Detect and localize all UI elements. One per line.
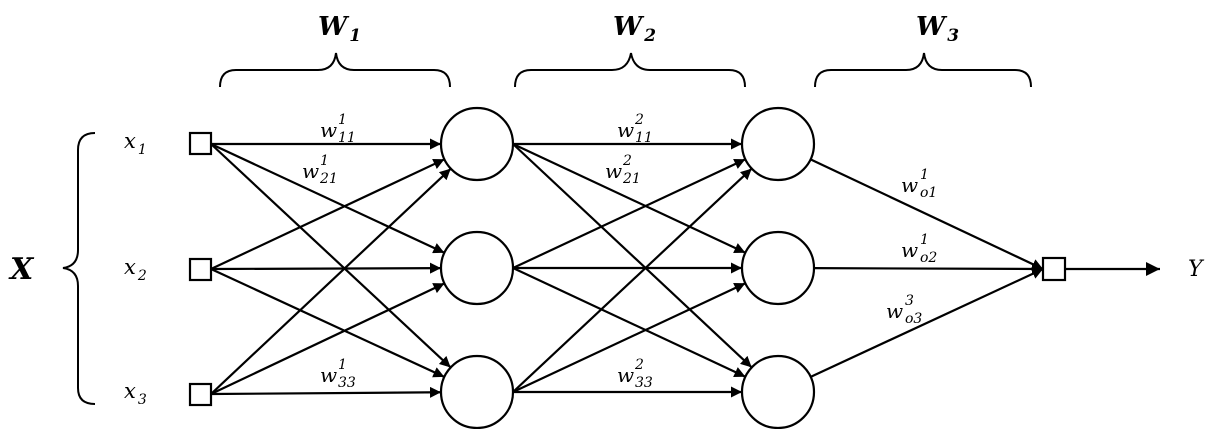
svg-text:w: w [320, 118, 337, 142]
edge-label-w11-layer2: w 2 11 [617, 112, 653, 146]
hidden1-node-2 [439, 230, 515, 306]
svg-text:w: w [320, 363, 337, 387]
edge-hidden1-3-hidden2-2 [512, 282, 746, 393]
svg-text:w: w [886, 299, 903, 323]
svg-text:o3: o3 [905, 311, 922, 327]
svg-text:w: w [617, 363, 634, 387]
svg-text:33: 33 [635, 375, 653, 391]
edge-hidden1-1-hidden2-2 [512, 143, 746, 254]
svg-text:1: 1 [920, 232, 929, 248]
edge-hidden2-3-output [810, 268, 1044, 378]
edge-label-w33-layer1: w 1 33 [320, 357, 356, 391]
svg-text:o2: o2 [920, 250, 937, 266]
edge-hidden1-2-hidden2-3 [512, 267, 746, 378]
svg-text:3: 3 [905, 293, 914, 309]
hidden1-node-3 [439, 354, 515, 429]
edge-input3-hidden1-3 [210, 386, 442, 398]
layer-brace-1 [219, 52, 451, 88]
edge-hidden1-1-hidden2-3 [512, 143, 753, 369]
input-node-1 [188, 131, 213, 156]
edge-input1-hidden1-3 [210, 143, 452, 369]
svg-text:1: 1 [920, 167, 929, 183]
edge-label-w33-layer2: w 2 33 [617, 357, 653, 391]
svg-text:1: 1 [338, 357, 347, 373]
svg-text:2: 2 [634, 112, 644, 128]
svg-text:w: w [617, 118, 634, 142]
edge-hidden1-2-hidden2-1 [512, 158, 746, 269]
edge-input2-hidden1-2 [210, 262, 442, 274]
edge-input2-hidden1-3 [210, 268, 445, 378]
hidden2-node-1 [740, 106, 816, 182]
hidden2-node-3 [740, 354, 816, 429]
edge-label-w21-layer1: w 1 21 [302, 153, 338, 187]
svg-text:1: 1 [338, 112, 347, 128]
edge-label-wo1: w 1 o1 [901, 167, 937, 201]
svg-text:11: 11 [635, 130, 653, 146]
edge-input3-hidden1-2 [210, 282, 445, 395]
edge-label-wo3: w 3 o3 [886, 293, 922, 327]
svg-text:w: w [605, 159, 622, 183]
edge-hidden1-3-hidden2-1 [512, 167, 753, 393]
edge-input3-hidden1-1 [210, 167, 452, 395]
input-node-3 [188, 382, 213, 407]
edge-input2-hidden1-1 [210, 158, 445, 270]
hidden1-node-1 [439, 106, 515, 182]
layer-brace-2 [514, 52, 746, 88]
svg-text:21: 21 [622, 171, 641, 187]
output-node [1041, 256, 1067, 282]
output-label-y: Y [1188, 257, 1205, 282]
edge-label-w21-layer2: w 2 21 [605, 153, 641, 187]
input-brace [62, 132, 96, 405]
svg-text:o1: o1 [920, 185, 937, 201]
connections [210, 138, 1160, 398]
matrix-label-x: X [8, 252, 35, 287]
svg-text:1: 1 [320, 153, 329, 169]
edge-hidden2-2-output [813, 263, 1044, 275]
svg-text:2: 2 [622, 153, 632, 169]
input-node-2 [188, 257, 213, 282]
edge-label-w11-layer1: w 1 11 [320, 112, 356, 146]
svg-text:w: w [302, 159, 319, 183]
svg-text:21: 21 [319, 171, 338, 187]
edge-label-wo2: w 1 o2 [901, 232, 937, 266]
hidden2-node-2 [740, 230, 816, 306]
layer-brace-3 [814, 52, 1032, 88]
svg-text:w: w [901, 173, 918, 197]
edge-hidden2-1-output [810, 158, 1044, 270]
svg-text:w: w [901, 238, 918, 262]
svg-text:2: 2 [634, 357, 644, 373]
svg-text:11: 11 [338, 130, 356, 146]
svg-text:33: 33 [338, 375, 356, 391]
edge-input1-hidden1-2 [210, 143, 445, 254]
